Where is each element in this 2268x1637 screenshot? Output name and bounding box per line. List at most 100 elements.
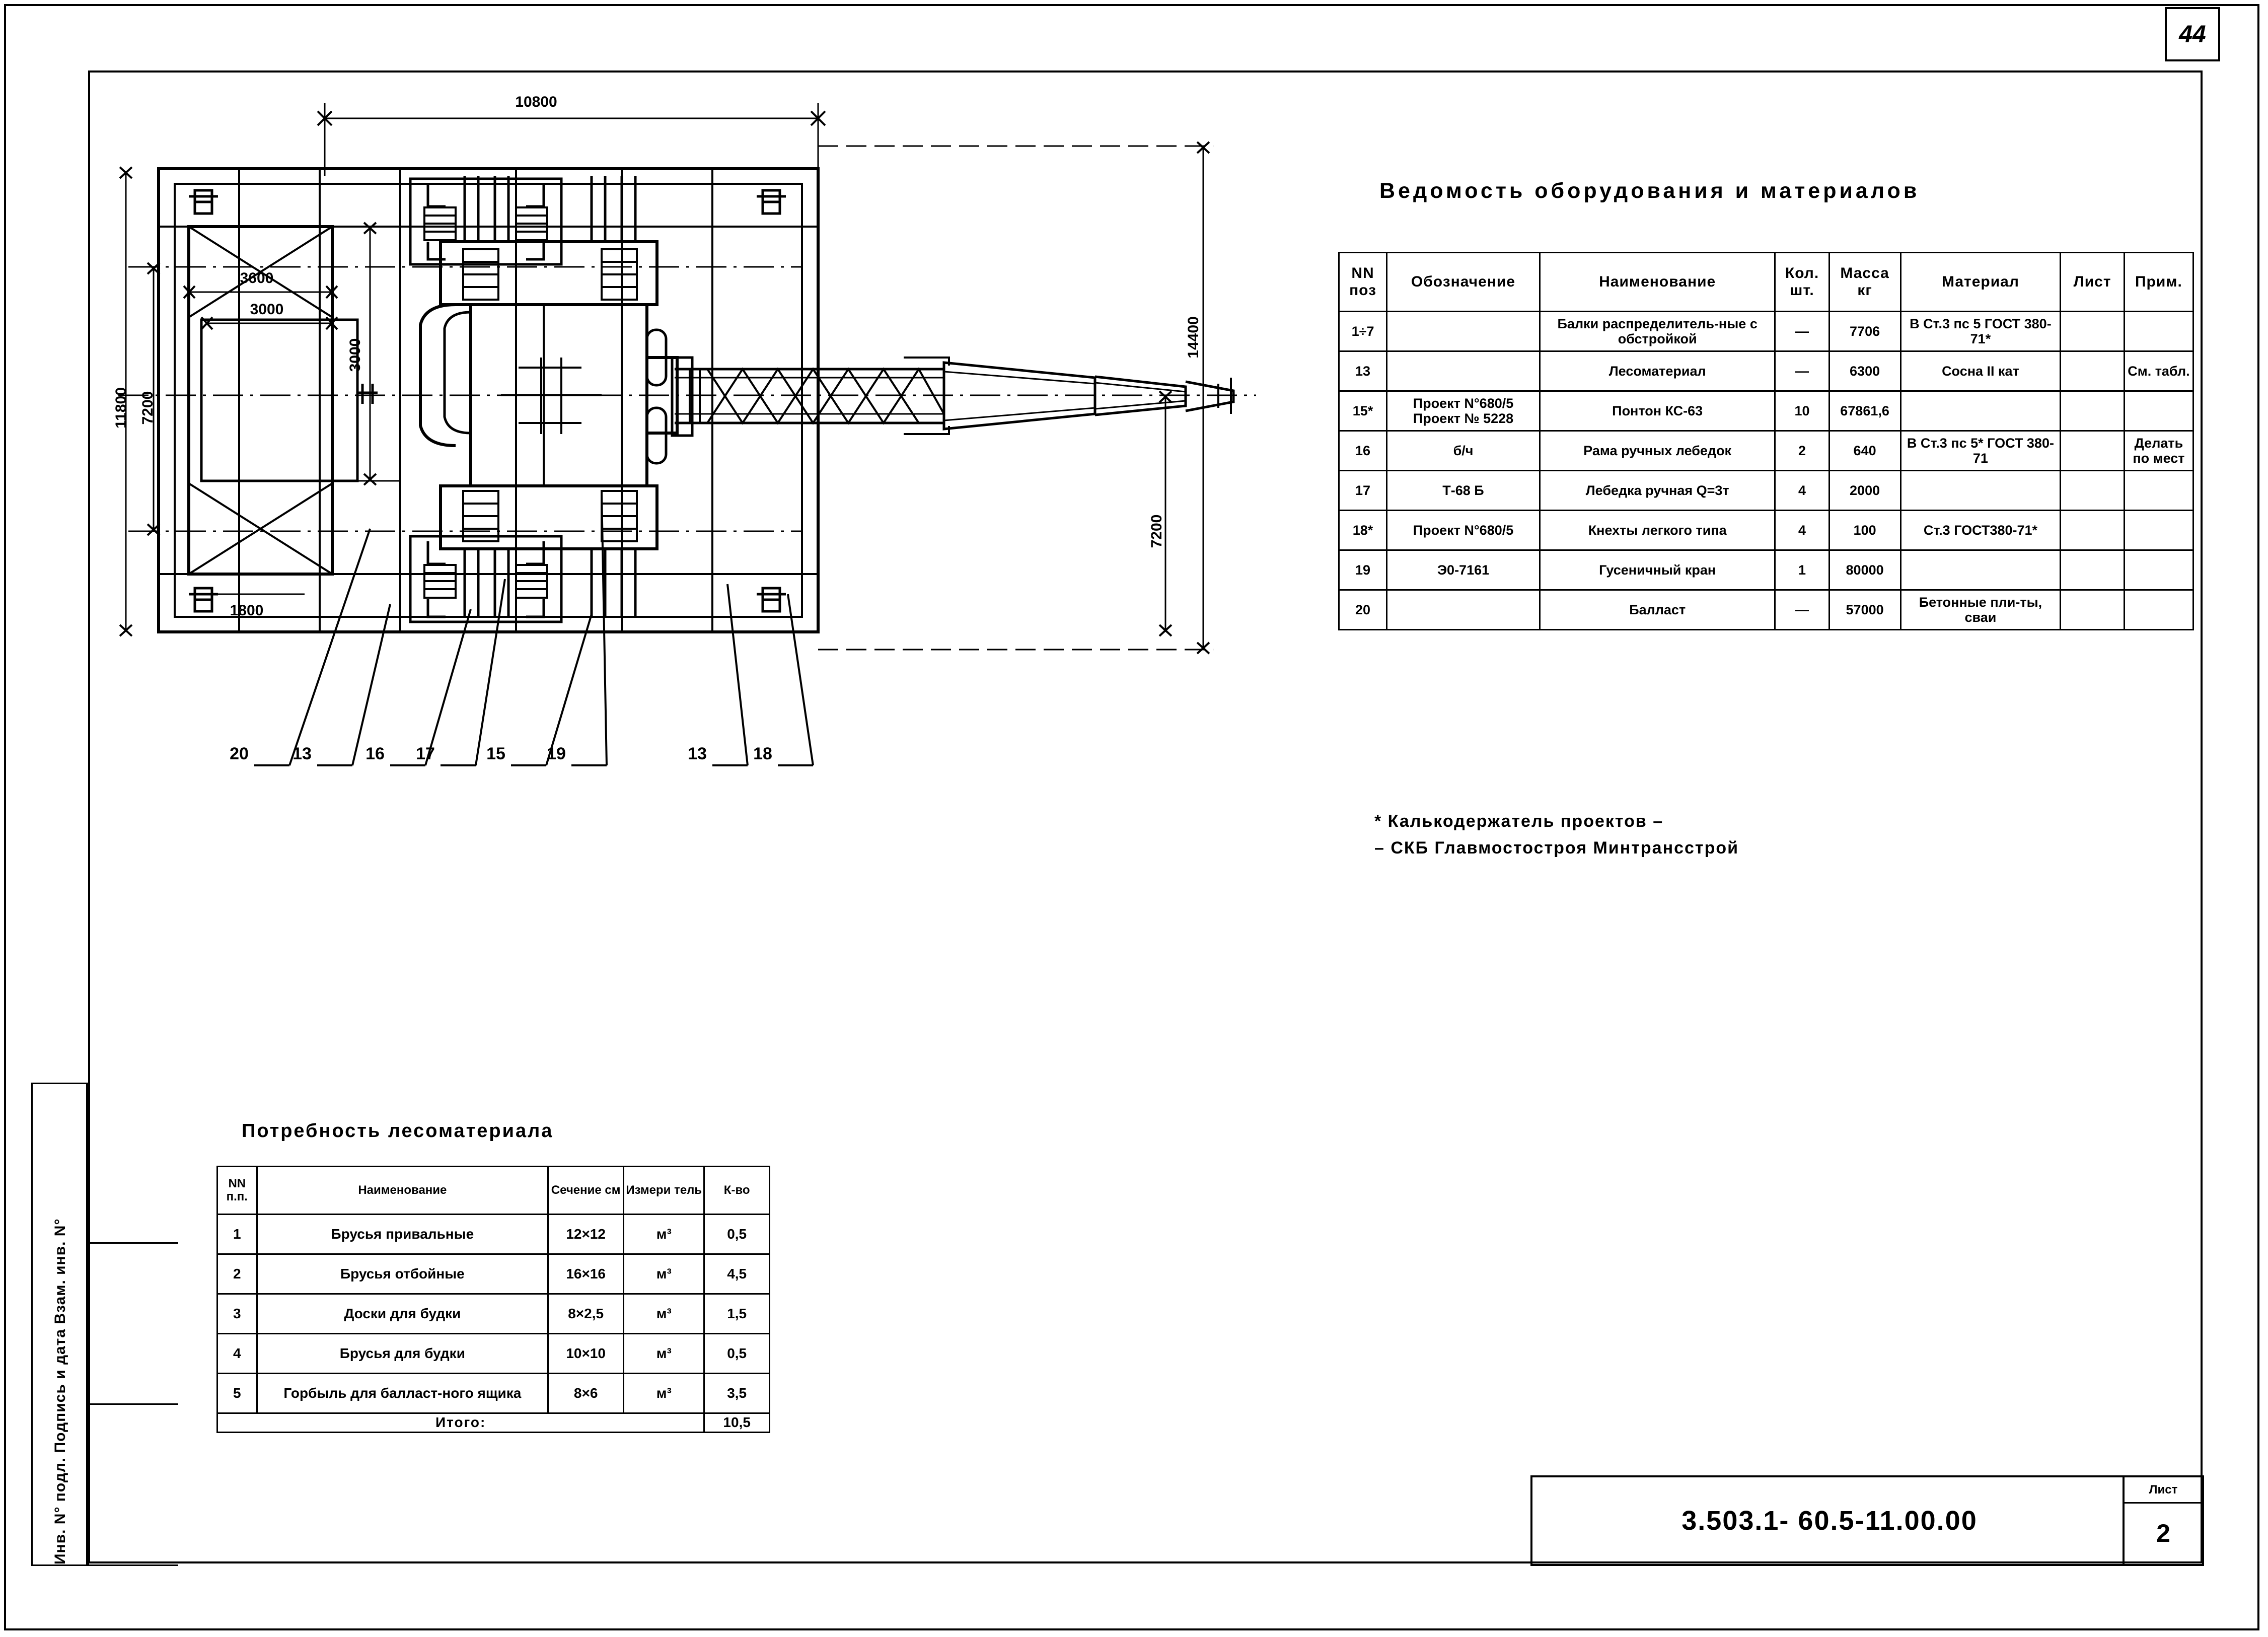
cell-pos: 1÷7 [1338, 311, 1388, 352]
page-number-box: 44 [2165, 7, 2220, 61]
crawler-crane [419, 176, 679, 617]
cell-note [2123, 390, 2194, 432]
cell-material [1899, 390, 2062, 432]
dim-right-inner: 7200 [1148, 515, 1165, 548]
cell-name: Горбыль для балласт-ного ящика [256, 1373, 549, 1414]
dimension-lines [119, 103, 1213, 655]
col-designation: Обозначение [1386, 252, 1541, 312]
cell-designation [1386, 589, 1541, 630]
col-lumber-qty: К-во [703, 1166, 770, 1215]
dim-inner-a: 3600 [240, 270, 274, 287]
cell-note [2123, 549, 2194, 591]
dim-pad-height: 3000 [347, 338, 363, 372]
lumber-header-row: NN п.п. Наименование Сечение см Измери т… [216, 1166, 770, 1215]
cell-name: Кнехты легкого типа [1539, 510, 1776, 551]
sheet-outer-frame [4, 4, 2259, 1630]
lattice-boom [671, 356, 1235, 437]
lumber-total-label: Итого: [216, 1412, 705, 1433]
col-sheet: Лист [2060, 252, 2125, 312]
cell-pos: 16 [1338, 430, 1388, 471]
cell-designation [1386, 350, 1541, 392]
cell-qty: 0,5 [703, 1333, 770, 1374]
sheet-label: Лист [2125, 1477, 2202, 1504]
page-number: 44 [2179, 21, 2206, 48]
leader-15: 15 [486, 744, 505, 763]
cell-sheet [2060, 510, 2125, 551]
lumber-total-row: Итого: 10,5 [216, 1412, 770, 1433]
cell-no: 2 [216, 1253, 258, 1295]
drawing-code: 3.503.1- 60.5-11.00.00 [1681, 1506, 1978, 1536]
col-name: Наименование [1539, 252, 1776, 312]
cell-qty: 4,5 [703, 1253, 770, 1295]
cell-name: Брусья привальные [256, 1214, 549, 1255]
cell-pos: 15* [1338, 390, 1388, 432]
cell-section: 10×10 [547, 1333, 625, 1374]
cell-no: 3 [216, 1293, 258, 1334]
title-block-sheet: Лист 2 [2123, 1477, 2202, 1564]
cell-unit: м³ [623, 1214, 705, 1255]
cell-qty: 10 [1774, 390, 1830, 432]
cell-sheet [2060, 350, 2125, 392]
cell-material [1899, 470, 2062, 511]
cell-note [2123, 311, 2194, 352]
cell-sheet [2060, 430, 2125, 471]
pontoon-joints [159, 169, 818, 632]
dim-top: 10800 [515, 94, 557, 110]
left-margin-stamp-rows [88, 1083, 178, 1566]
cell-no: 1 [216, 1214, 258, 1255]
equipment-table: NN поз Обозначение Наименование Кол. шт.… [1338, 252, 2194, 630]
cell-pos: 17 [1338, 470, 1388, 511]
cell-name: Понтон КС-63 [1539, 390, 1776, 432]
leader-19: 19 [547, 744, 566, 763]
cell-note [2123, 510, 2194, 551]
lumber-table: NN п.п. Наименование Сечение см Измери т… [216, 1166, 770, 1433]
dim-left-outer: 11800 [113, 387, 129, 429]
cell-designation: Т-68 Б [1386, 470, 1541, 511]
cell-sheet [2060, 549, 2125, 591]
leader-18: 18 [753, 744, 772, 763]
cell-designation: Э0-7161 [1386, 549, 1541, 591]
cell-qty: 2 [1774, 430, 1830, 471]
cell-qty: 4 [1774, 470, 1830, 511]
cell-qty: — [1774, 311, 1830, 352]
cell-name: Брусья для будки [256, 1333, 549, 1374]
cell-pos: 13 [1338, 350, 1388, 392]
cell-mass: 100 [1828, 510, 1901, 551]
cell-name: Брусья отбойные [256, 1253, 549, 1295]
cell-mass: 80000 [1828, 549, 1901, 591]
left-margin-stamp: Инв. N° подл. Подпись и дата Взам. инв. … [31, 1083, 88, 1566]
cell-material [1899, 549, 2062, 591]
ballast-box [187, 225, 378, 576]
cell-qty: 1 [1774, 549, 1830, 591]
cell-mass: 7706 [1828, 311, 1901, 352]
cell-section: 12×12 [547, 1214, 625, 1255]
cell-designation [1386, 311, 1541, 352]
cell-note: Делать по мест [2123, 430, 2194, 471]
cell-sheet [2060, 390, 2125, 432]
cell-qty: — [1774, 350, 1830, 392]
stamp-row [88, 1244, 178, 1405]
cell-qty: 0,5 [703, 1214, 770, 1255]
cell-qty: — [1774, 589, 1830, 630]
leader-13a: 13 [292, 744, 312, 763]
col-lumber-name: Наименование [256, 1166, 549, 1215]
footnote-line-2: – СКБ Главмостостроя Минтрансстрой [1374, 838, 1739, 858]
cell-sheet [2060, 311, 2125, 352]
leader-20: 20 [230, 744, 249, 763]
leader-13b: 13 [688, 744, 707, 763]
left-margin-stamp-label: Инв. N° подл. Подпись и дата Взам. инв. … [52, 1218, 68, 1564]
cell-qty: 4 [1774, 510, 1830, 551]
dim-right-outer: 14400 [1185, 316, 1202, 358]
cell-material: Сосна II кат [1899, 350, 2062, 392]
cell-name: Рама ручных лебедок [1539, 430, 1776, 471]
cell-material: Ст.3 ГОСТ380-71* [1899, 510, 2062, 551]
equipment-table-title: Ведомость оборудования и материалов [1379, 179, 1920, 203]
cell-sheet [2060, 589, 2125, 630]
